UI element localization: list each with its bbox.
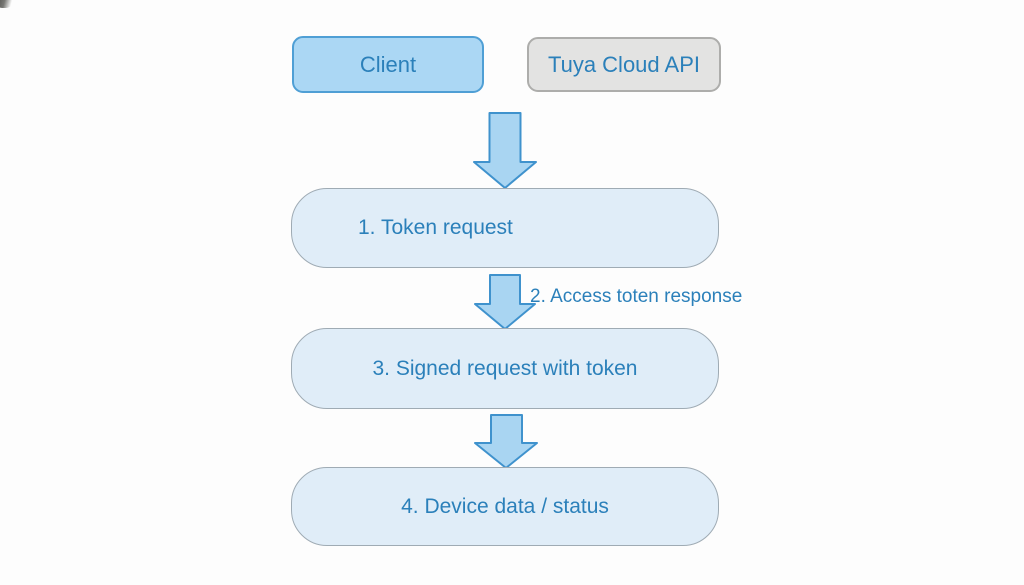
step-device-data: 4. Device data / status <box>291 467 719 546</box>
tuya-cloud-api-node: Tuya Cloud API <box>527 37 721 92</box>
corner-artifact <box>0 0 13 8</box>
tuya-cloud-api-label: Tuya Cloud API <box>547 51 701 77</box>
down-arrow-icon <box>473 112 537 189</box>
down-arrow-icon <box>474 274 536 330</box>
step-device-data-label: 4. Device data / status <box>401 494 609 518</box>
client-label: Client <box>359 51 417 77</box>
step-signed-request-label: 3. Signed request with token <box>372 356 638 380</box>
client-node: Client <box>292 36 484 93</box>
step-token-request: 1. Token request <box>291 188 719 268</box>
step-signed-request: 3. Signed request with token <box>291 328 719 409</box>
down-arrow-icon <box>474 414 538 469</box>
access-token-response-label: 2. Access toten response <box>530 286 743 307</box>
step-token-request-label: 1. Token request <box>358 216 513 239</box>
